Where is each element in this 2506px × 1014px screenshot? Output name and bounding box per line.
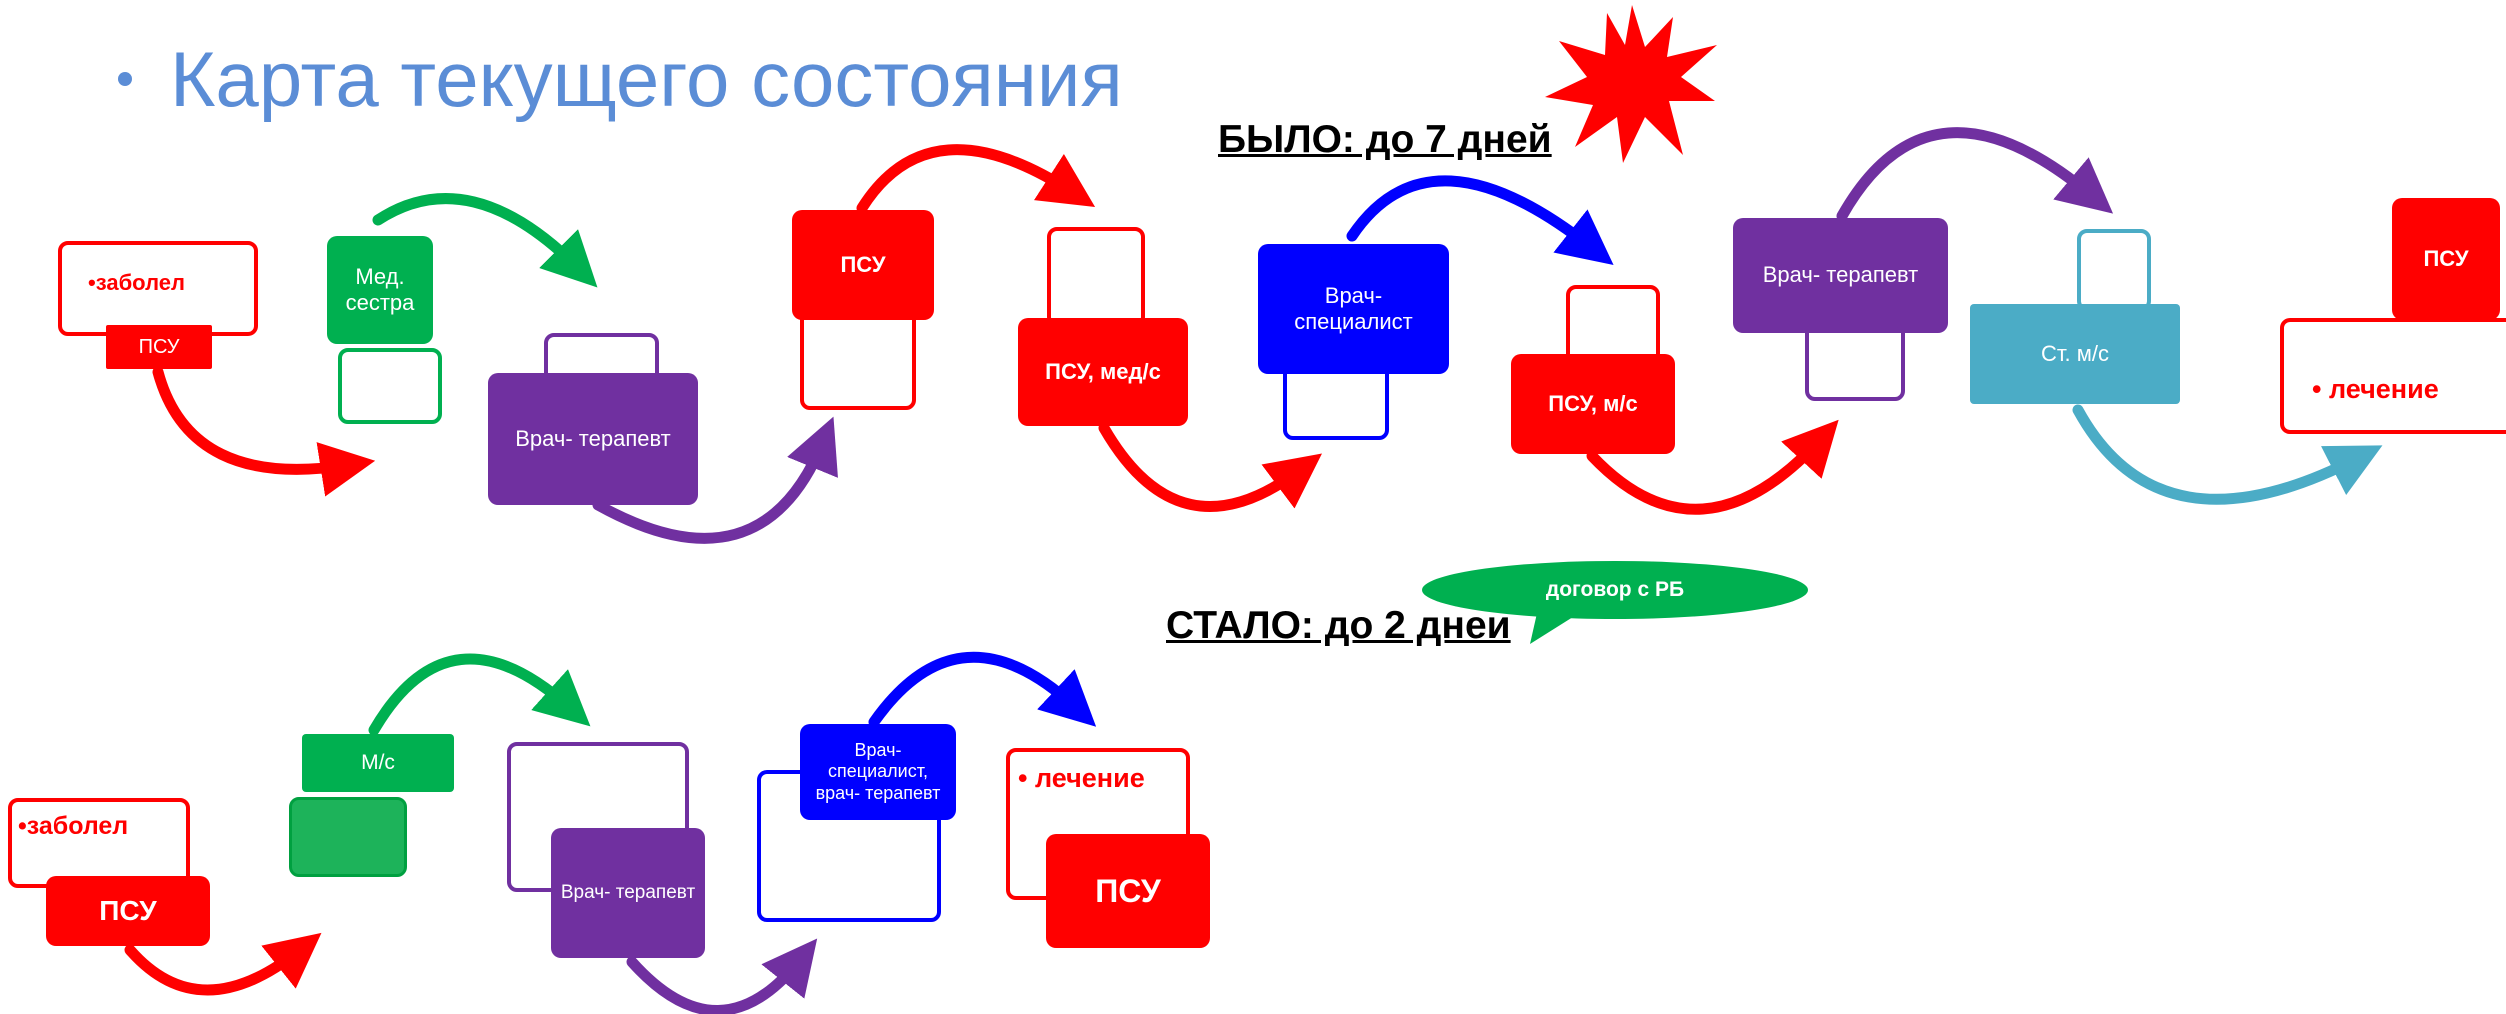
- psu-box-3: ПСУ: [2392, 198, 2500, 320]
- therapist-box-2: Врач- терапевт: [1733, 218, 1948, 333]
- therapist-label-2: Врач- терапевт: [1762, 262, 1919, 288]
- after-arrow-4: [868, 651, 1097, 728]
- psu-nurse-outline-box: [1047, 227, 1145, 327]
- page-title: Карта текущего состояния: [118, 34, 1123, 125]
- page-title-text: Карта текущего состояния: [170, 35, 1123, 123]
- after-psu-label-2: ПСУ: [1095, 872, 1161, 909]
- arrow-6: [1346, 175, 1614, 266]
- psu-label-3: ПСУ: [2423, 245, 2469, 271]
- therapist-box: Врач- терапевт: [488, 373, 698, 505]
- contract-callout-text: договор с РБ: [1545, 578, 1685, 601]
- starburst-icon: [1545, 5, 1717, 163]
- after-arrow-2: [368, 653, 591, 736]
- after-sick-label: •заболел: [18, 812, 129, 840]
- psu-box-2: ПСУ: [792, 210, 934, 320]
- after-nurse-box: М/с: [302, 734, 454, 792]
- therapist-outline-box-2: [1805, 323, 1905, 401]
- bullet-dot: [118, 72, 132, 87]
- psu-nurse-label: ПСУ, мед/с: [1045, 358, 1161, 384]
- contract-callout: договор с РБ: [1422, 561, 1808, 619]
- treatment-label: • лечение: [2312, 374, 2439, 404]
- psu-ms-label: ПСУ, м/с: [1548, 390, 1638, 416]
- after-nurse-fill-box: [289, 797, 407, 877]
- senior-nurse-box: Ст. м/с: [1970, 304, 2180, 404]
- specialist-label: Врач- специалист: [1294, 282, 1413, 334]
- after-arrow-1: [124, 932, 322, 996]
- specialist-box: Врач- специалист: [1258, 244, 1449, 374]
- senior-nurse-outline-box: [2077, 229, 2151, 311]
- psu-label-2: ПСУ: [840, 251, 886, 277]
- after-psu-box: ПСУ: [46, 876, 210, 946]
- after-psu-label: ПСУ: [99, 895, 157, 927]
- nurse-box: Мед. сестра: [327, 236, 433, 344]
- before-heading: БЫЛО: до 7 дней: [1218, 118, 1552, 161]
- psu-label: ПСУ: [138, 336, 180, 358]
- sick-label: •заболел: [88, 270, 185, 295]
- therapist-label: Врач- терапевт: [515, 425, 671, 451]
- treatment-box: [2280, 318, 2506, 434]
- after-nurse-label: М/с: [361, 751, 395, 775]
- psu-box: ПСУ: [106, 325, 212, 369]
- psu-outline-box-2: [800, 310, 916, 410]
- nurse-outline-box: [338, 348, 442, 424]
- after-therapist-box: Врач- терапевт: [551, 828, 705, 958]
- psu-ms-outline-box: [1566, 285, 1660, 365]
- after-therapist-label: Врач- терапевт: [560, 881, 696, 903]
- callout-tail: [1530, 600, 1600, 644]
- psu-ms-box: ПСУ, м/с: [1511, 354, 1675, 454]
- arrow-8: [1836, 127, 2114, 222]
- after-specialist-label: Врач- специалист, врач- терапевт: [815, 739, 941, 803]
- arrow-1: [152, 366, 376, 497]
- after-psu-box-2: ПСУ: [1046, 834, 1210, 948]
- specialist-outline-box: [1283, 364, 1389, 440]
- senior-nurse-label: Ст. м/с: [2041, 340, 2109, 366]
- after-specialist-box: Врач- специалист, врач- терапевт: [800, 724, 956, 820]
- arrow-4: [856, 144, 1096, 214]
- arrow-5: [1098, 422, 1323, 512]
- after-arrow-3: [626, 938, 818, 1014]
- after-treatment-label: • лечение: [1018, 763, 1145, 793]
- after-heading: СТАЛО: до 2 днеи: [1166, 604, 1511, 647]
- psu-nurse-box: ПСУ, мед/с: [1018, 318, 1188, 426]
- nurse-label: Мед. сестра: [345, 263, 415, 315]
